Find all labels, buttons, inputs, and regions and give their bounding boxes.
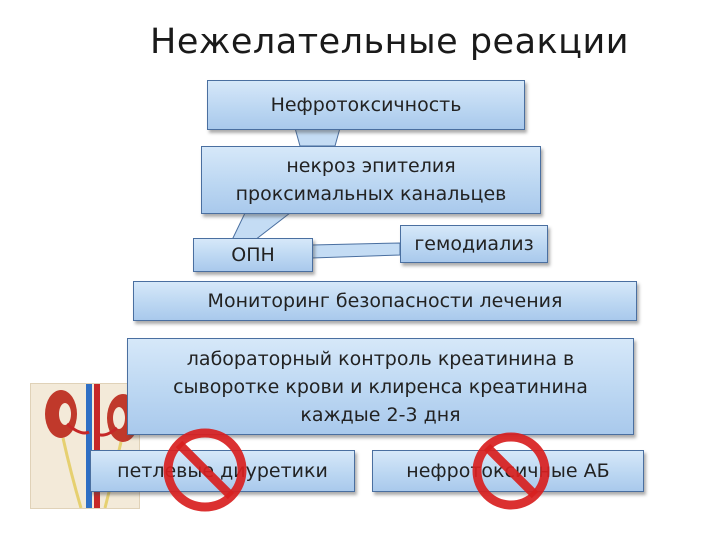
prohibition-sign-icon	[472, 432, 550, 510]
opn-label: ОПН	[231, 244, 275, 266]
lab-control-line-2: сыворотке крови и клиренса креатинина	[173, 375, 588, 398]
monitoring-box: Мониторинг безопасности лечения	[133, 281, 637, 321]
necrosis-box: некроз эпителия проксимальных канальцев	[201, 146, 541, 214]
hemodialysis-label: гемодиализ	[414, 233, 534, 255]
prohibition-sign-icon	[163, 428, 247, 512]
nephrotoxicity-label: Нефротоксичность	[270, 94, 462, 116]
lab-control-line-1: лабораторный контроль креатинина в	[186, 347, 575, 370]
necrosis-line-2: проксимальных канальцев	[235, 183, 507, 205]
opn-box: ОПН	[193, 238, 313, 272]
lab-control-box: лабораторный контроль креатинина в сывор…	[127, 338, 634, 435]
necrosis-line-1: некроз эпителия	[286, 155, 456, 177]
hemodialysis-box: гемодиализ	[400, 225, 548, 263]
lab-control-line-3: каждые 2-3 дня	[300, 403, 461, 426]
monitoring-label: Мониторинг безопасности лечения	[207, 290, 563, 312]
page-title: Нежелательные реакции	[150, 22, 629, 62]
nephrotoxicity-box: Нефротоксичность	[207, 80, 525, 130]
